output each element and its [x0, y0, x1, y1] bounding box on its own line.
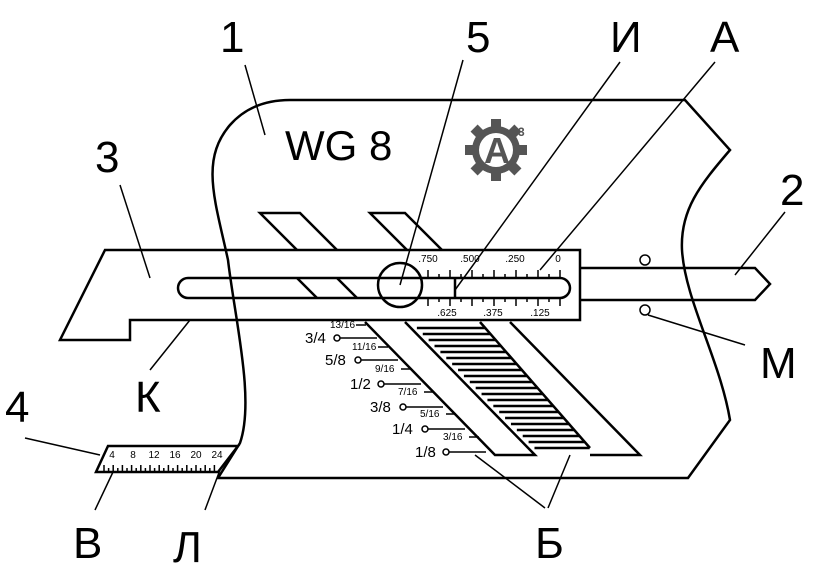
scale-label-top: .500 — [460, 254, 480, 265]
model-label: WG 8 — [285, 122, 392, 169]
fraction-major: 3/4 — [305, 330, 326, 347]
callout-V: В — [73, 519, 102, 568]
leader-lines — [24, 59, 786, 511]
fraction-marker — [333, 334, 341, 342]
scale-label-top: 0 — [555, 254, 561, 265]
rod[interactable] — [580, 266, 772, 302]
slider-scale-labels: .750 .500 .250 0 .625 .375 .125 — [418, 254, 561, 319]
fraction-marker — [377, 380, 385, 388]
slider[interactable] — [57, 248, 582, 342]
callouts: 1 5 И А 3 2 К М 4 В Л Б — [5, 13, 804, 572]
hole-bottom — [639, 304, 651, 316]
callout-5: 5 — [466, 13, 490, 62]
fraction-marker — [354, 356, 362, 364]
fraction-major: 1/8 — [415, 444, 436, 461]
lock-knob-5[interactable] — [376, 261, 424, 309]
hole-top — [639, 254, 651, 266]
callout-L: Л — [173, 523, 202, 572]
callout-B: Б — [535, 519, 564, 568]
callout-3: 3 — [95, 133, 119, 182]
fraction-minor: 3/16 — [443, 432, 463, 443]
scale-label-top: .250 — [505, 254, 525, 265]
fraction-minor: 7/16 — [398, 387, 418, 398]
fraction-marker — [421, 425, 429, 433]
gauge-body — [211, 98, 732, 480]
fraction-minor: 5/16 — [420, 409, 440, 420]
slider-slot — [176, 276, 572, 300]
logo-superscript: 3 — [518, 125, 525, 139]
bar-through-slot — [296, 277, 358, 299]
ruler-label: 12 — [148, 450, 160, 461]
callout-M: М — [760, 339, 797, 388]
fraction-marker — [399, 403, 407, 411]
scale-label-top: .750 — [418, 254, 438, 265]
ruler-label: 8 — [130, 450, 136, 461]
callout-K: К — [135, 373, 161, 422]
fraction-major: 3/8 — [370, 399, 391, 416]
fraction-minor: 9/16 — [375, 364, 395, 375]
fraction-minor: 11/16 — [352, 342, 377, 353]
callout-A: А — [710, 13, 740, 62]
ruler-label: 24 — [211, 450, 223, 461]
logo-gear-icon: A 3 — [465, 119, 527, 181]
slider-scale-ticks — [427, 270, 561, 306]
ruler-label: 20 — [190, 450, 202, 461]
callout-2: 2 — [780, 166, 804, 215]
scale-label-bottom: .625 — [437, 308, 457, 319]
logo-letter: A — [484, 130, 510, 171]
fraction-major: 5/8 — [325, 352, 346, 369]
fraction-minor: 13/16 — [330, 320, 355, 331]
ruler-label: 16 — [169, 450, 181, 461]
fraction-marker — [442, 448, 450, 456]
ruler — [94, 444, 241, 474]
upper-bar-left — [256, 211, 338, 251]
fraction-major: 1/2 — [350, 376, 371, 393]
fraction-major: 1/4 — [392, 421, 413, 438]
upper-bar-right — [366, 211, 443, 251]
ruler-ticks: 4 8 12 16 20 24 — [103, 450, 223, 472]
callout-4: 4 — [5, 383, 29, 432]
ruler-label: 4 — [109, 450, 115, 461]
fraction-scale: 3/4 5/81/2 3/81/41/8 13/16 11/16 9/16 7/165/16… — [305, 320, 486, 461]
lower-bars — [364, 321, 643, 457]
callout-I: И — [610, 13, 642, 62]
callout-1: 1 — [220, 13, 244, 62]
scale-label-bottom: .125 — [530, 308, 550, 319]
scale-label-bottom: .375 — [483, 308, 503, 319]
